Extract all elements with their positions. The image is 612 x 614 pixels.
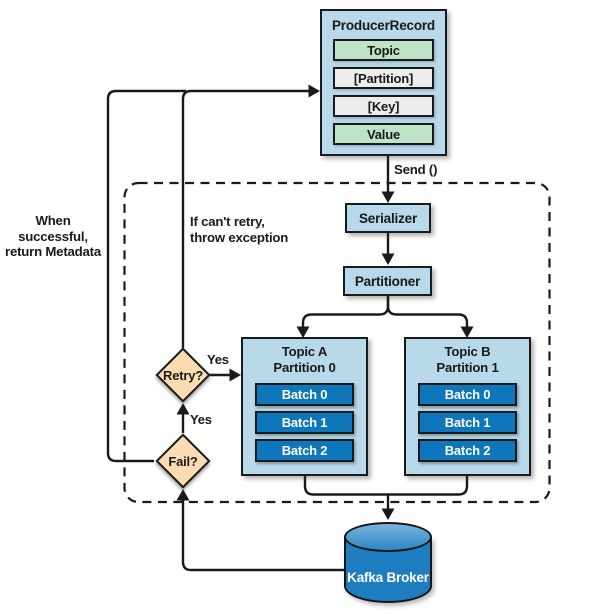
kafka-broker-label: Kafka Broker bbox=[347, 570, 429, 585]
annotation-return-metadata: When successful, return Metadata bbox=[5, 213, 101, 260]
field-value: Value bbox=[333, 123, 434, 145]
yes-label-fail-to-retry: Yes bbox=[190, 412, 212, 427]
topic-b-batches: Batch 0 Batch 1 Batch 2 bbox=[406, 383, 529, 467]
annotation-throw-exception: If can't retry, throw exception bbox=[190, 214, 289, 245]
field-partition: [Partition] bbox=[333, 67, 434, 89]
field-key: [Key] bbox=[333, 95, 434, 117]
batch-row: Batch 2 bbox=[418, 439, 517, 462]
partitioner-box: Partitioner bbox=[343, 266, 432, 296]
topic-b-partition-box: Topic B Partition 1 Batch 0 Batch 1 Batc… bbox=[404, 337, 531, 476]
topic-b-title: Topic B Partition 1 bbox=[436, 344, 499, 375]
batch-row: Batch 0 bbox=[418, 383, 517, 406]
cylinder-top-ellipse bbox=[344, 522, 432, 552]
producer-record-box: ProducerRecord Topic [Partition] [Key] V… bbox=[320, 9, 447, 156]
retry-decision-diamond: Retry? bbox=[155, 347, 211, 403]
batch-row: Batch 2 bbox=[255, 439, 354, 462]
retry-label: Retry? bbox=[163, 367, 203, 383]
kafka-broker-cylinder: Kafka Broker bbox=[344, 522, 432, 606]
yes-label-retry-to-partition: Yes bbox=[207, 352, 229, 367]
topic-a-partition-box: Topic A Partition 0 Batch 0 Batch 1 Batc… bbox=[241, 337, 368, 476]
topic-a-batches: Batch 0 Batch 1 Batch 2 bbox=[243, 383, 366, 467]
partitioner-label: Partitioner bbox=[354, 273, 421, 289]
serializer-label: Serializer bbox=[358, 210, 418, 226]
batch-row: Batch 1 bbox=[418, 411, 517, 434]
producer-boundary-dashed-box bbox=[123, 181, 551, 504]
send-label: Send () bbox=[394, 162, 438, 177]
topic-a-title: Topic A Partition 0 bbox=[273, 344, 336, 375]
batch-row: Batch 1 bbox=[255, 411, 354, 434]
fail-label: Fail? bbox=[168, 453, 198, 469]
serializer-box: Serializer bbox=[345, 203, 431, 233]
fail-decision-diamond: Fail? bbox=[155, 433, 211, 489]
field-topic: Topic bbox=[333, 39, 434, 61]
batch-row: Batch 0 bbox=[255, 383, 354, 406]
producer-record-title: ProducerRecord bbox=[332, 17, 435, 33]
